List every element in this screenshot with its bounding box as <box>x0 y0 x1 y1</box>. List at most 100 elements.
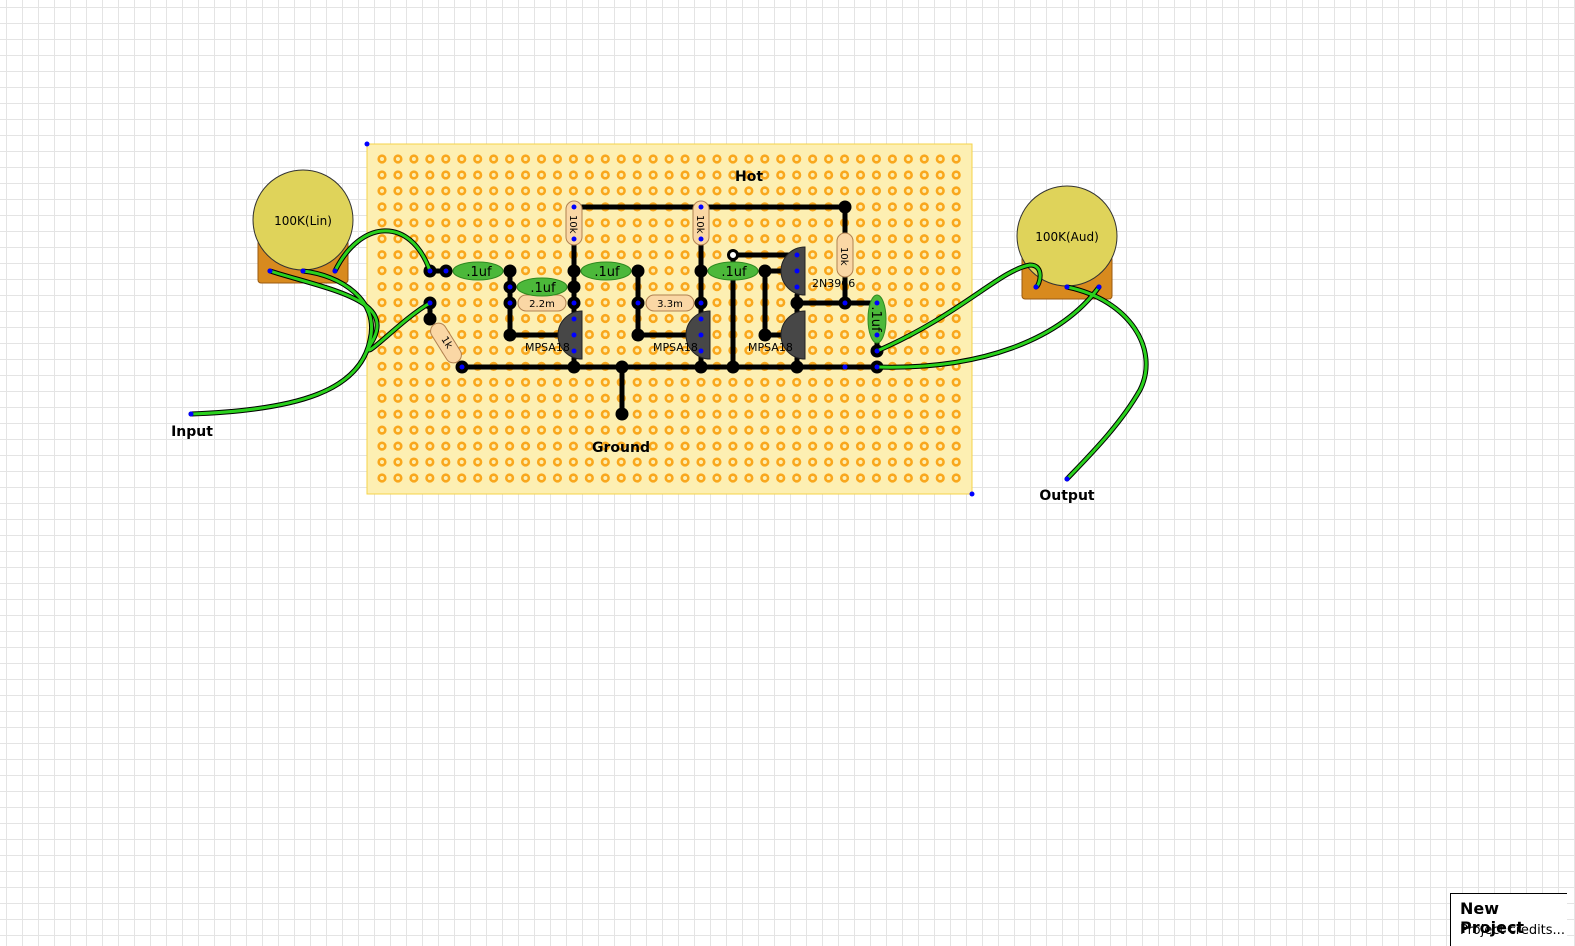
board-hole <box>536 425 547 435</box>
board-hole <box>808 313 818 324</box>
wire-node[interactable] <box>838 200 852 214</box>
board-hole <box>552 266 563 276</box>
board-hole <box>425 377 435 387</box>
board-resize-handle[interactable] <box>364 141 370 147</box>
wire-node[interactable] <box>503 328 517 342</box>
board-hole <box>425 250 435 260</box>
capacitors[interactable] <box>452 261 887 344</box>
board-hole <box>616 297 626 308</box>
board-hole <box>951 425 961 435</box>
board-hole <box>552 393 563 403</box>
wire-node[interactable] <box>631 264 645 278</box>
board-hole <box>808 409 818 419</box>
board-hole <box>393 170 403 180</box>
wire-node[interactable] <box>694 264 708 278</box>
board-hole <box>473 425 483 435</box>
board-hole <box>839 186 850 196</box>
board-hole <box>441 154 451 164</box>
board-hole <box>776 313 786 324</box>
board-hole <box>776 409 786 419</box>
board-hole <box>919 170 929 180</box>
board-hole <box>552 345 563 356</box>
wire-node[interactable] <box>758 264 772 278</box>
board-hole <box>680 441 690 451</box>
board-hole <box>887 250 898 260</box>
wire-node[interactable] <box>726 360 740 374</box>
wire-node[interactable] <box>727 249 739 261</box>
board-hole <box>919 250 929 260</box>
board-hole <box>568 457 579 467</box>
board-hole <box>951 250 961 260</box>
project-credits[interactable]: Project credits... <box>1460 923 1565 938</box>
wire-node[interactable] <box>758 328 772 342</box>
board-hole <box>632 473 642 483</box>
transistor-label: 2N3906 <box>812 277 855 290</box>
board-hole <box>520 345 531 356</box>
board-hole <box>552 425 563 435</box>
board-hole <box>457 409 467 419</box>
board-hole <box>744 393 754 403</box>
wire-node[interactable] <box>567 264 581 278</box>
board-hole <box>552 409 563 419</box>
board-hole <box>584 282 594 292</box>
pin-point <box>698 316 704 322</box>
board-hole <box>441 170 451 180</box>
board-hole <box>473 218 483 228</box>
wire-node[interactable] <box>567 280 581 294</box>
board-hole <box>919 154 929 164</box>
board-hole <box>680 345 690 356</box>
board-hole <box>648 313 658 324</box>
board-hole <box>712 393 722 403</box>
wire-node[interactable] <box>790 296 804 310</box>
pot-left[interactable]: 100K(Lin) <box>252 169 354 284</box>
board-hole <box>808 234 818 244</box>
board-hole <box>951 457 961 467</box>
transistor-label: MPSA18 <box>748 341 793 354</box>
board-hole <box>712 457 722 467</box>
board-hole <box>409 186 419 196</box>
wire-node[interactable] <box>694 360 708 374</box>
board-hole <box>552 202 563 212</box>
wire-node[interactable] <box>423 312 437 326</box>
board-hole <box>377 457 387 467</box>
project-info-panel[interactable]: New Project Project credits... <box>1450 893 1567 946</box>
wire-node[interactable] <box>615 360 629 374</box>
resistor-3.3m <box>645 294 695 312</box>
board-hole <box>919 425 929 435</box>
board-hole <box>887 154 898 164</box>
project-title[interactable]: New Project <box>1460 899 1525 937</box>
wire-node[interactable] <box>567 360 581 374</box>
board-hole <box>680 313 690 324</box>
wire-node[interactable] <box>503 264 517 278</box>
board-hole <box>951 329 961 340</box>
pot-right[interactable]: 100K(Aud) <box>1016 185 1118 300</box>
board-hole <box>377 361 387 371</box>
board-hole <box>871 250 882 260</box>
board-hole <box>441 393 451 403</box>
transistors[interactable] <box>557 246 806 360</box>
board-hole <box>425 425 435 435</box>
board-hole <box>489 297 499 308</box>
board-hole <box>616 282 626 292</box>
board-hole <box>393 250 403 260</box>
board-hole <box>760 345 770 356</box>
board-hole <box>377 425 387 435</box>
board-hole <box>776 170 786 180</box>
board-hole <box>425 393 435 403</box>
wire-node[interactable] <box>790 360 804 374</box>
board-hole <box>744 234 754 244</box>
resistor-label: 10k <box>694 215 705 234</box>
jumper-wires[interactable] <box>188 228 1149 482</box>
board-hole <box>536 313 547 324</box>
board-hole <box>744 473 754 483</box>
pin-point <box>267 268 273 274</box>
board-hole <box>473 234 483 244</box>
wire-node[interactable] <box>615 407 629 421</box>
wire-node[interactable] <box>631 328 645 342</box>
board-hole <box>712 441 722 451</box>
board-hole <box>728 170 738 180</box>
board-resize-handle[interactable] <box>969 491 975 497</box>
board-hole <box>568 441 579 451</box>
resistors[interactable] <box>428 200 854 366</box>
